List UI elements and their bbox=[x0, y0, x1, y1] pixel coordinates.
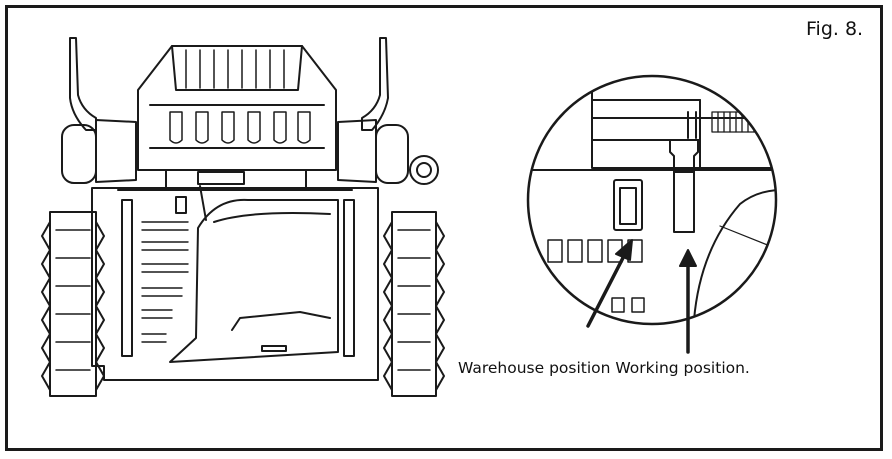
detail-magnifier bbox=[526, 74, 778, 326]
grass-bag bbox=[137, 45, 337, 171]
figure-frame bbox=[5, 5, 883, 451]
mower-illustration bbox=[41, 37, 445, 397]
vent-grid bbox=[141, 221, 189, 343]
mower-deck bbox=[91, 187, 379, 381]
right-handle bbox=[361, 37, 389, 131]
key-warehouse-position bbox=[613, 179, 643, 231]
key-working-position bbox=[669, 111, 699, 233]
right-rear-wheel bbox=[375, 124, 445, 397]
arrow-warehouse bbox=[586, 239, 633, 328]
magnifier-outline bbox=[526, 74, 778, 326]
bag-ribs bbox=[185, 49, 285, 89]
position-caption: Warehouse position Working position. bbox=[458, 359, 750, 377]
discharge-chute bbox=[169, 198, 339, 363]
left-rear-wheel bbox=[41, 124, 105, 397]
bag-slots bbox=[169, 111, 311, 144]
left-handle bbox=[69, 37, 97, 131]
figure-label: Fig. 8. bbox=[806, 18, 864, 40]
arrow-working bbox=[679, 249, 697, 354]
